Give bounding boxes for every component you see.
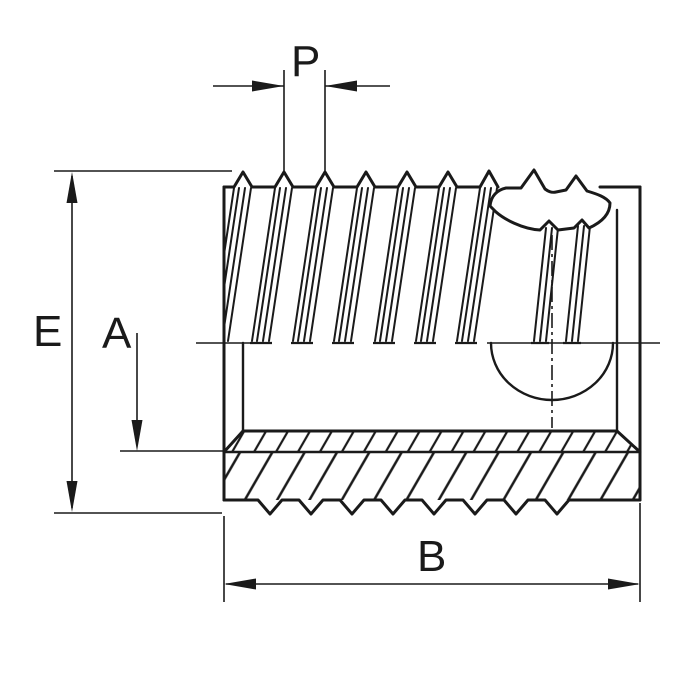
dimension-E: E bbox=[33, 170, 232, 514]
e-label: E bbox=[33, 307, 62, 356]
insert-body bbox=[196, 168, 660, 516]
serrated-bottom-edge bbox=[222, 498, 642, 516]
dimension-A: A bbox=[102, 309, 224, 452]
knurled-flange bbox=[222, 429, 642, 516]
dimension-B: B bbox=[223, 503, 641, 602]
flange-hatch-upper-band bbox=[224, 431, 640, 452]
external-thread-lines bbox=[225, 187, 591, 342]
flange-chamfer-left bbox=[222, 429, 245, 454]
p-arrow-left bbox=[252, 80, 284, 92]
b-label: B bbox=[417, 532, 446, 581]
body-top-edge-thread-crests bbox=[222, 169, 642, 189]
p-extension-lines bbox=[283, 70, 326, 171]
e-arrow-up bbox=[66, 172, 78, 203]
b-arrow-right bbox=[608, 578, 640, 590]
e-arrow-down bbox=[66, 481, 78, 512]
p-arrow-right bbox=[325, 80, 357, 92]
dimension-P: P bbox=[213, 37, 390, 171]
a-arrow-down bbox=[131, 420, 143, 451]
flange-chamfer-right bbox=[615, 429, 642, 454]
a-label: A bbox=[102, 309, 132, 358]
p-label: P bbox=[291, 37, 320, 86]
flange-hatch-lower-band bbox=[224, 452, 640, 500]
cutting-bore-opening bbox=[488, 168, 612, 232]
b-arrow-left bbox=[224, 578, 256, 590]
